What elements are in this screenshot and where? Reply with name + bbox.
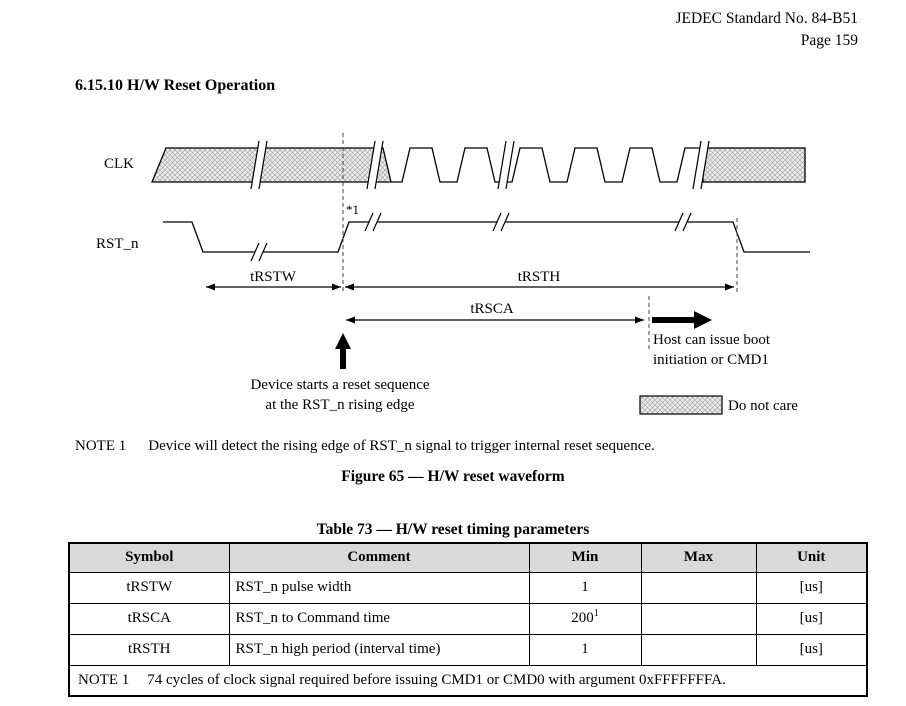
table-note-label: NOTE 1 bbox=[78, 671, 130, 688]
do-not-care-swatch bbox=[639, 395, 723, 415]
cell-max bbox=[640, 633, 757, 666]
rst-break-gap bbox=[675, 213, 691, 231]
col-header-min: Min bbox=[528, 542, 642, 573]
trstw-arrow: tRSTW bbox=[206, 269, 341, 291]
trsca-label: tRSCA bbox=[470, 301, 514, 317]
cell-symbol: tRSTW bbox=[68, 571, 230, 604]
rst-break-mark bbox=[674, 212, 692, 232]
col-header-comment: Comment bbox=[228, 542, 530, 573]
page-number: Page 159 bbox=[800, 32, 858, 50]
device-text-line1: Device starts a reset sequence bbox=[250, 377, 429, 393]
standard-number: JEDEC Standard No. 84-B51 bbox=[675, 10, 858, 27]
arrowhead-right bbox=[635, 316, 644, 324]
cell-unit: [us] bbox=[755, 602, 868, 635]
min-value: 200 bbox=[571, 610, 594, 626]
cell-min: 2001 bbox=[528, 602, 642, 635]
table-row: tRSCA RST_n to Command time 2001 [us] bbox=[68, 602, 868, 635]
rst-break-mark bbox=[250, 242, 268, 262]
trsth-label: tRSTH bbox=[518, 269, 561, 285]
break-marks bbox=[250, 140, 710, 262]
table-row: tRSTH RST_n high period (interval time) … bbox=[68, 633, 868, 666]
arrowhead-up bbox=[335, 333, 351, 349]
clk-waveform bbox=[151, 147, 806, 183]
cell-unit: [us] bbox=[755, 571, 868, 604]
cell-min: 1 bbox=[528, 633, 642, 666]
page-header: JEDEC Standard No. 84-B51 Page 159 bbox=[675, 8, 858, 53]
clk-break-gap bbox=[693, 141, 709, 189]
min-value: 1 bbox=[581, 579, 589, 595]
rst-break-gap bbox=[493, 213, 509, 231]
clk-break-gap bbox=[251, 141, 267, 189]
table-note: NOTE 1 74 cycles of clock signal required… bbox=[68, 664, 868, 697]
table-note-row: NOTE 1 74 cycles of clock signal required… bbox=[68, 664, 868, 697]
figure-caption: Figure 65 — H/W reset waveform bbox=[341, 468, 565, 485]
cell-comment: RST_n pulse width bbox=[228, 571, 530, 604]
do-not-care-label: Do not care bbox=[728, 398, 798, 414]
rst-break-gap bbox=[251, 243, 267, 261]
table-row: tRSTW RST_n pulse width 1 [us] bbox=[68, 571, 868, 604]
cell-max bbox=[640, 602, 757, 635]
do-not-care-legend: Do not care bbox=[639, 395, 798, 415]
reset-start-arrow bbox=[335, 333, 351, 369]
timing-parameters-table: Symbol Comment Min Max Unit tRSTW RST_n … bbox=[68, 542, 868, 697]
cell-symbol: tRSCA bbox=[68, 602, 230, 635]
table-title: Table 73 — H/W reset timing parameters bbox=[316, 521, 590, 538]
host-text-line2: initiation or CMD1 bbox=[653, 352, 769, 368]
clk-pulse-train bbox=[391, 147, 703, 183]
clk-signal-label: CLK bbox=[104, 156, 134, 172]
trsth-arrow: tRSTH bbox=[345, 269, 734, 291]
table-note-text: 74 cycles of clock signal required befor… bbox=[147, 671, 726, 688]
clk-break-mark bbox=[250, 140, 268, 190]
clk-break-mark bbox=[366, 140, 384, 190]
figure-note: NOTE 1 Device will detect the rising edge… bbox=[75, 438, 865, 455]
clk-dontcare-band-right bbox=[702, 147, 806, 183]
hw-reset-waveform-diagram: CLK RST_n *1 tRSTW bbox=[96, 133, 810, 415]
cell-comment: RST_n to Command time bbox=[228, 602, 530, 635]
table-header-row: Symbol Comment Min Max Unit bbox=[68, 542, 868, 573]
host-text-line1: Host can issue boot bbox=[653, 332, 771, 348]
col-header-max: Max bbox=[640, 542, 757, 573]
clk-break-mark bbox=[497, 140, 515, 190]
arrowhead-right bbox=[332, 283, 341, 291]
min-footnote-ref: 1 bbox=[593, 608, 599, 619]
figure-note-label: NOTE 1 bbox=[75, 438, 127, 454]
cell-unit: [us] bbox=[755, 633, 868, 666]
arrowhead-left bbox=[206, 283, 215, 291]
rst-break-gap bbox=[365, 213, 381, 231]
arrowhead-left bbox=[345, 283, 354, 291]
arrowhead-left bbox=[346, 316, 355, 324]
clk-break-mark bbox=[692, 140, 710, 190]
cell-min: 1 bbox=[528, 571, 642, 604]
rst-waveform bbox=[163, 221, 810, 253]
section-heading: 6.15.10 H/W Reset Operation bbox=[75, 77, 276, 94]
host-boot-arrow bbox=[652, 311, 712, 329]
trsca-arrow: tRSCA bbox=[346, 301, 644, 324]
rst-break-mark bbox=[492, 212, 510, 232]
cell-max bbox=[640, 571, 757, 604]
col-header-symbol: Symbol bbox=[68, 542, 230, 573]
min-value: 1 bbox=[581, 641, 589, 657]
cell-symbol: tRSTH bbox=[68, 633, 230, 666]
device-text-line2: at the RST_n rising edge bbox=[265, 397, 414, 413]
edge-note: *1 bbox=[346, 202, 359, 217]
figure-note-text: Device will detect the rising edge of RS… bbox=[148, 438, 655, 454]
clk-dontcare-band-left bbox=[151, 147, 392, 183]
arrowhead-right bbox=[725, 283, 734, 291]
clk-break-gap bbox=[367, 141, 383, 189]
clk-break-gap bbox=[498, 141, 514, 189]
col-header-unit: Unit bbox=[755, 542, 868, 573]
rst-break-mark bbox=[364, 212, 382, 232]
arrowhead-right bbox=[694, 311, 712, 329]
rst-signal-label: RST_n bbox=[96, 236, 139, 252]
cell-comment: RST_n high period (interval time) bbox=[228, 633, 530, 666]
trstw-label: tRSTW bbox=[250, 269, 297, 285]
